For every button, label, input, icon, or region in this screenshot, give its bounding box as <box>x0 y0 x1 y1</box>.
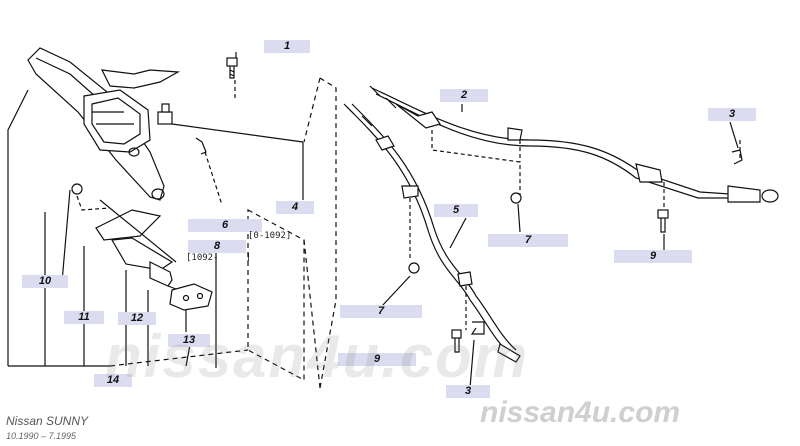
callout-7-lower: 7 <box>340 305 422 318</box>
callout-8: 8 <box>188 240 246 253</box>
callout-10: 10 <box>22 275 68 288</box>
callout-5: 5 <box>434 204 478 217</box>
bolt-1 <box>226 57 238 79</box>
vehicle-model-label: Nissan SUNNY <box>6 414 89 428</box>
cable-2 <box>369 85 779 203</box>
clip-3-upper <box>731 149 743 165</box>
callout-13: 13 <box>168 334 210 347</box>
clip-3-lower <box>470 321 485 335</box>
callout-14: 14 <box>94 374 132 387</box>
callout-3-upper: 3 <box>708 108 756 121</box>
callout-12: 12 <box>118 312 156 325</box>
callout-9-lower: 9 <box>338 353 416 366</box>
equalizer-assembly <box>95 199 213 311</box>
bolt-6 <box>195 137 207 155</box>
cable-clip <box>157 103 173 125</box>
nut-7-upper <box>510 192 522 204</box>
parking-brake-lever <box>27 47 181 201</box>
callout-1: 1 <box>264 40 310 53</box>
callout-4: 4 <box>276 201 314 214</box>
bolt-9-upper <box>657 209 669 233</box>
date-range-item-6: [0-1092] <box>248 231 292 241</box>
watermark-small: nissan4u.com <box>480 396 681 429</box>
callout-6: 6 <box>188 219 262 232</box>
date-range-item-8: [1092- ] <box>186 253 252 263</box>
watermark-large: nissan4u.com <box>105 323 530 390</box>
callout-11: 11 <box>64 311 104 324</box>
nut-7-lower <box>408 262 420 274</box>
callout-7-upper: 7 <box>488 234 568 247</box>
callout-9-upper: 9 <box>614 250 692 263</box>
callout-3-lower: 3 <box>446 385 490 398</box>
nut-10 <box>71 183 83 195</box>
cable-5 <box>343 103 521 363</box>
production-years-label: 10.1990 – 7.1995 <box>6 431 77 441</box>
bolt-9-lower <box>451 329 462 353</box>
callout-2: 2 <box>440 89 488 102</box>
